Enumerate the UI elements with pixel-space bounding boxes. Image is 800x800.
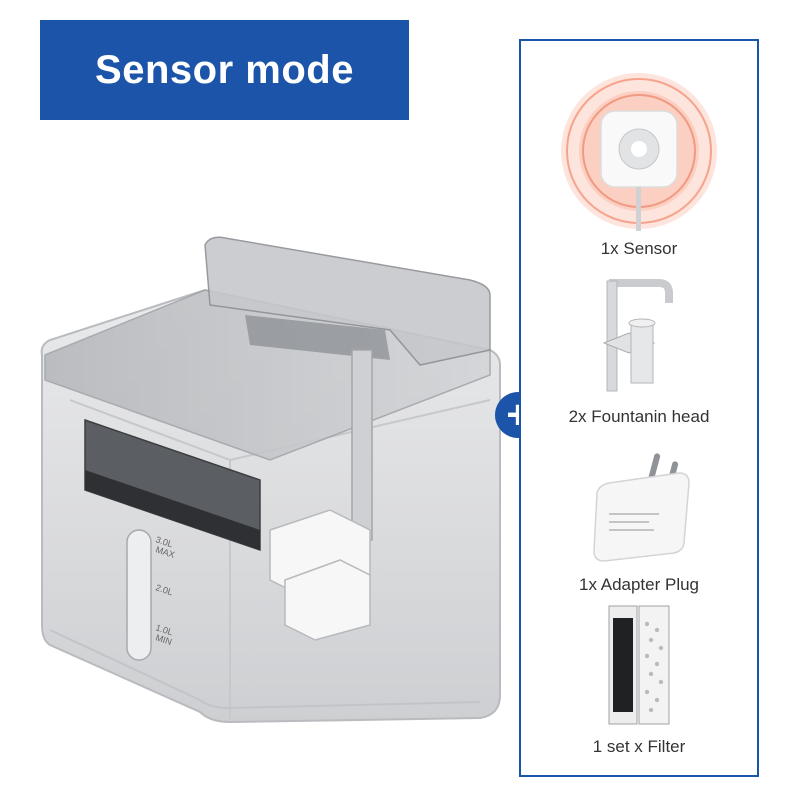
accessory-label-adapter-plug: 1x Adapter Plug	[578, 575, 700, 594]
mode-title: Sensor mode	[95, 47, 354, 92]
water-tray	[204, 236, 491, 366]
water-level-scale: 3.0L MAX 2.0L 1.0L MIN	[154, 534, 176, 647]
accessory-item-fountain-head: 2x Fountanin head	[521, 271, 757, 431]
accessory-label-fountain-head: 2x Fountanin head	[568, 407, 710, 426]
adapter-plug-icon	[593, 453, 690, 562]
accessory-item-filter: 1 set x Filter	[521, 596, 757, 776]
accessory-item-adapter-plug: 1x Adapter Plug	[521, 441, 757, 601]
mode-banner: Sensor mode	[40, 20, 409, 120]
filter-icon	[608, 605, 670, 725]
fountain-product-image: 3.0L MAX 2.0L 1.0L MIN	[30, 230, 510, 730]
water-level-window	[126, 529, 152, 661]
fountain-head-icon	[602, 279, 673, 392]
accessory-label-sensor: 1x Sensor	[600, 239, 678, 258]
scale-mark-min: MIN	[154, 632, 173, 647]
fountain-illustration: 3.0L MAX 2.0L 1.0L MIN	[40, 236, 501, 724]
accessories-panel: 1x Sensor 2x Fountanin head 1x Adapter P…	[519, 39, 759, 777]
sensor-icon	[561, 73, 717, 231]
accessory-item-sensor: 1x Sensor	[521, 41, 757, 281]
accessory-label-filter: 1 set x Filter	[592, 737, 686, 756]
